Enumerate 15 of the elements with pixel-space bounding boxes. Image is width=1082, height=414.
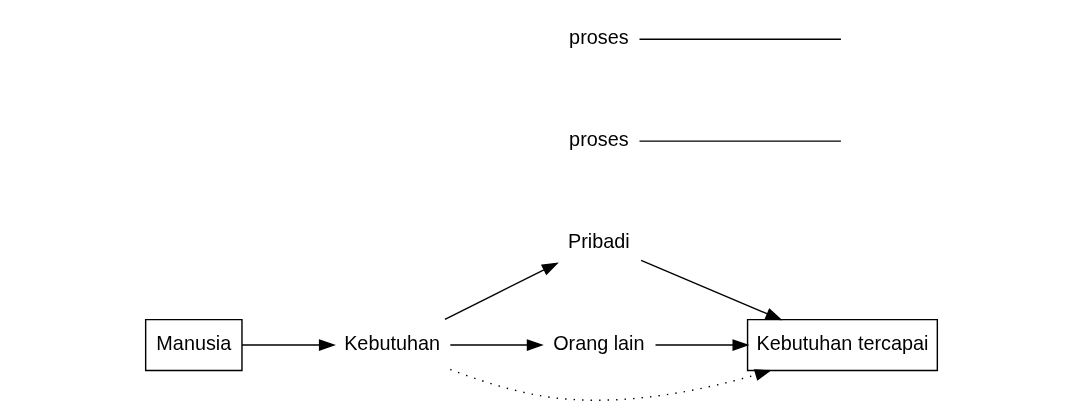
node-text: proses: [568, 26, 629, 49]
node-text: Pribadi: [567, 230, 630, 253]
arrow: [449, 368, 772, 401]
node-box: Manusia: [144, 318, 243, 372]
arrow: [240, 339, 336, 352]
arrow: [443, 262, 559, 321]
connector: [638, 140, 842, 142]
node-text: proses: [568, 128, 629, 151]
arrow: [639, 259, 782, 321]
node-box: Kebutuhan tercapai: [746, 318, 938, 372]
node-text: Orang lain: [552, 332, 645, 355]
arrow: [449, 339, 544, 352]
arrow: [654, 339, 749, 352]
node-text: Kebutuhan: [343, 332, 440, 355]
connector: [638, 38, 842, 40]
